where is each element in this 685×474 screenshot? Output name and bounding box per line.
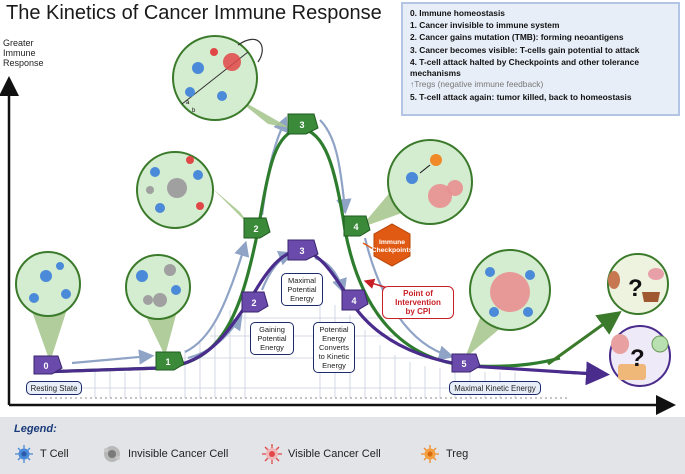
- legend-visible-cancer-label: Visible Cancer Cell: [288, 448, 381, 460]
- resting-state-label: Resting State: [26, 381, 82, 395]
- checkpoint-connector: [362, 242, 376, 251]
- legend-panel: Legend: T Cell Invisible Cancer Cell Vis…: [0, 417, 685, 474]
- svg-text:5: 5: [461, 359, 466, 369]
- maximal-kinetic-label: Maximal Kinetic Energy: [449, 381, 541, 395]
- treg-icon: [421, 445, 439, 463]
- key-item-3: 3. Cancer becomes visible: T-cells gain …: [410, 44, 640, 55]
- marker-0: 0: [33, 355, 63, 375]
- key-item-2: 2. Cancer gains mutation (TMB): forming …: [410, 32, 624, 43]
- marker-green-4: 4: [343, 215, 371, 237]
- green-outcome-arrow: [547, 310, 622, 366]
- immune-checkpoints-line-2: Checkpoints: [372, 247, 413, 254]
- marker-purple-4: 4: [341, 289, 369, 311]
- marker-green-3: 3: [287, 113, 319, 135]
- immune-checkpoints-line-1: Immune: [379, 239, 405, 246]
- key-item-0: 0. Immune homeostasis: [410, 8, 505, 18]
- invisible-cancer-cell-icon: [104, 446, 120, 462]
- legend-visible-cancer: Visible Cancer Cell: [262, 444, 381, 464]
- y-axis-label: Greater Immune Response: [3, 38, 44, 68]
- svg-text:3: 3: [299, 120, 304, 130]
- outcome-diseased: ?: [609, 325, 671, 387]
- legend-treg: Treg: [420, 444, 468, 464]
- svg-text:1: 1: [165, 357, 170, 367]
- purple-outcome-arrow: [559, 361, 610, 386]
- marker-green-2: 2: [243, 217, 271, 239]
- svg-text:3: 3: [299, 246, 304, 256]
- marker-purple-2: 2: [241, 291, 269, 313]
- svg-text:4: 4: [353, 222, 358, 232]
- inset-letter-b: b: [192, 108, 196, 114]
- legend-invisible-cancer: Invisible Cancer Cell: [102, 444, 228, 464]
- marker-purple-5: 5: [451, 353, 481, 373]
- immune-checkpoints-hexagon: Immune Checkpoints: [372, 223, 413, 267]
- inset-stage-0: [15, 251, 81, 317]
- inset-letter-a: a: [186, 100, 190, 106]
- marker-purple-3: 3: [287, 239, 319, 261]
- outcome-diseased-symbol: ?: [630, 345, 645, 372]
- inset-stage-4: [387, 139, 473, 225]
- key-item-5: 5. T-cell attack again: tumor killed, ba…: [410, 92, 632, 103]
- key-item-4: 4. T-cell attack halted by Checkpoints a…: [410, 56, 639, 79]
- outcome-healthy: ?: [607, 253, 669, 315]
- legend-treg-label: Treg: [446, 448, 469, 460]
- stage-key-box: 0. Immune homeostasis 1. Cancer invisibl…: [401, 2, 680, 116]
- svg-text:2: 2: [253, 224, 258, 234]
- inset-stage-5: [469, 249, 551, 331]
- visible-cancer-cell-icon: [262, 444, 282, 464]
- legend-invisible-cancer-label: Invisible Cancer Cell: [128, 448, 229, 460]
- inset-stage-2: [136, 151, 214, 229]
- key-item-1: 1. Cancer invisible to immune system: [410, 20, 560, 31]
- t-cell-icon: [15, 445, 33, 463]
- legend-t-cell: T Cell: [14, 444, 69, 464]
- diagram-title: The Kinetics of Cancer Immune Response: [6, 2, 382, 24]
- key-sub-item: ↑Tregs (negative immune feedback): [410, 79, 544, 90]
- legend-title: Legend:: [14, 423, 57, 435]
- inset-stage-1: [125, 254, 191, 320]
- marker-1: 1: [155, 351, 185, 371]
- svg-text:4: 4: [351, 296, 356, 306]
- svg-text:2: 2: [251, 298, 256, 308]
- svg-text:0: 0: [43, 361, 48, 371]
- inset-stage-3: a b: [172, 35, 263, 121]
- legend-t-cell-label: T Cell: [40, 448, 69, 460]
- outcome-healthy-symbol: ?: [628, 275, 643, 302]
